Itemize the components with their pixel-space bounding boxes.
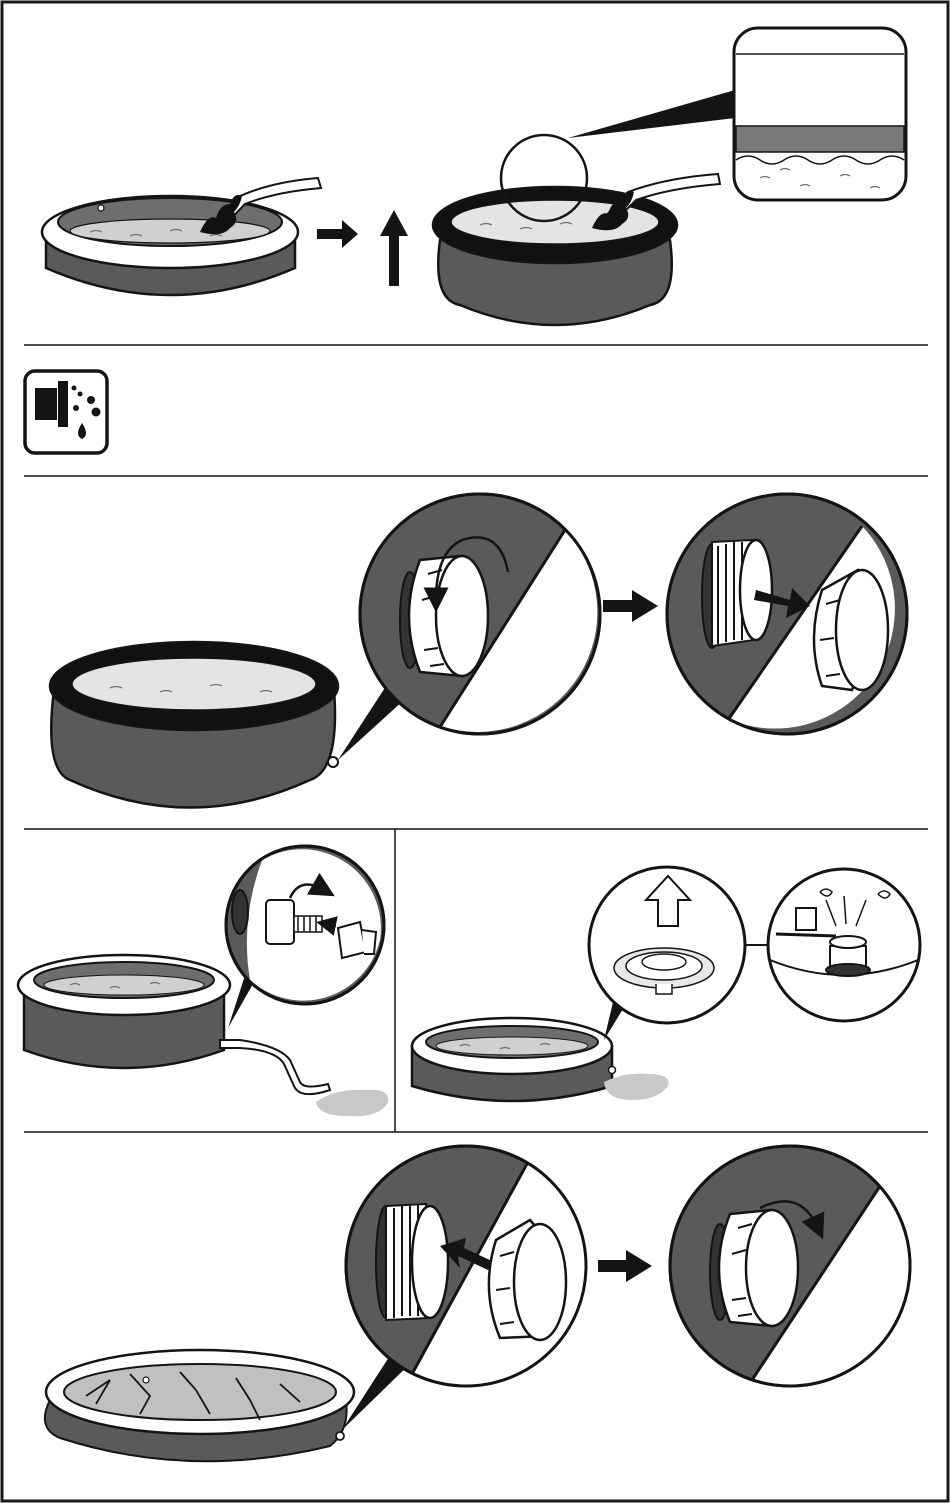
filled-pool (50, 642, 338, 808)
step-attach-adapter (18, 846, 388, 1116)
right-arrow-icon (317, 220, 358, 248)
filled-pool (433, 135, 720, 325)
step-release-air-valve (412, 867, 920, 1101)
hose-adapter-icon (226, 846, 384, 1004)
up-arrow-icon (380, 210, 408, 286)
step-fill-pool (42, 28, 906, 325)
step-replace-drain-cap (45, 1146, 911, 1461)
air-valve-icon (589, 867, 745, 1023)
pool-icon (18, 955, 230, 1068)
pool-icon (412, 1018, 616, 1101)
drain-plug-cap-icon (670, 1146, 911, 1387)
air-escape-icon (768, 869, 920, 1021)
drain-hose-icon (220, 1040, 388, 1116)
drain-plug-cap-icon (346, 1146, 591, 1389)
drain-plug-cap-icon (667, 494, 907, 734)
right-arrow-icon (603, 590, 658, 622)
zoom-water-level-icon (568, 28, 906, 200)
drain-plug-cap-icon (360, 494, 600, 734)
right-arrow-icon (598, 1250, 652, 1282)
drain-water-symbol-icon (25, 371, 107, 453)
step-remove-drain-cap (50, 494, 907, 808)
empty-pool (45, 1350, 354, 1461)
pool-icon (42, 196, 298, 295)
